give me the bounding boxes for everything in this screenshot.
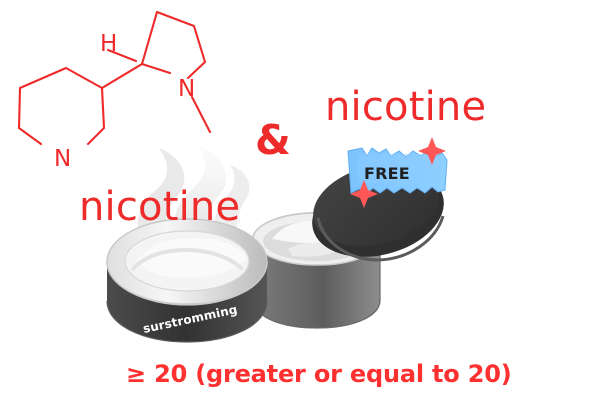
left-nicotine-label: nicotine xyxy=(79,184,241,230)
hydrogen-atom-label: H xyxy=(100,31,117,57)
closed-tin-left: surstromming xyxy=(106,218,268,343)
nitrogen-atom-label-left: N xyxy=(54,146,71,172)
nicotine-molecule-diagram xyxy=(17,10,212,146)
nitrogen-atom-label-right: N xyxy=(178,76,195,102)
threshold-caption: ≥ 20 (greater or equal to 20) xyxy=(126,360,512,388)
sparkle-icon xyxy=(350,137,446,208)
right-nicotine-label: nicotine xyxy=(325,84,487,130)
free-badge: FREE xyxy=(347,147,448,195)
free-label: FREE xyxy=(364,164,410,183)
ampersand-label: & xyxy=(255,116,291,164)
